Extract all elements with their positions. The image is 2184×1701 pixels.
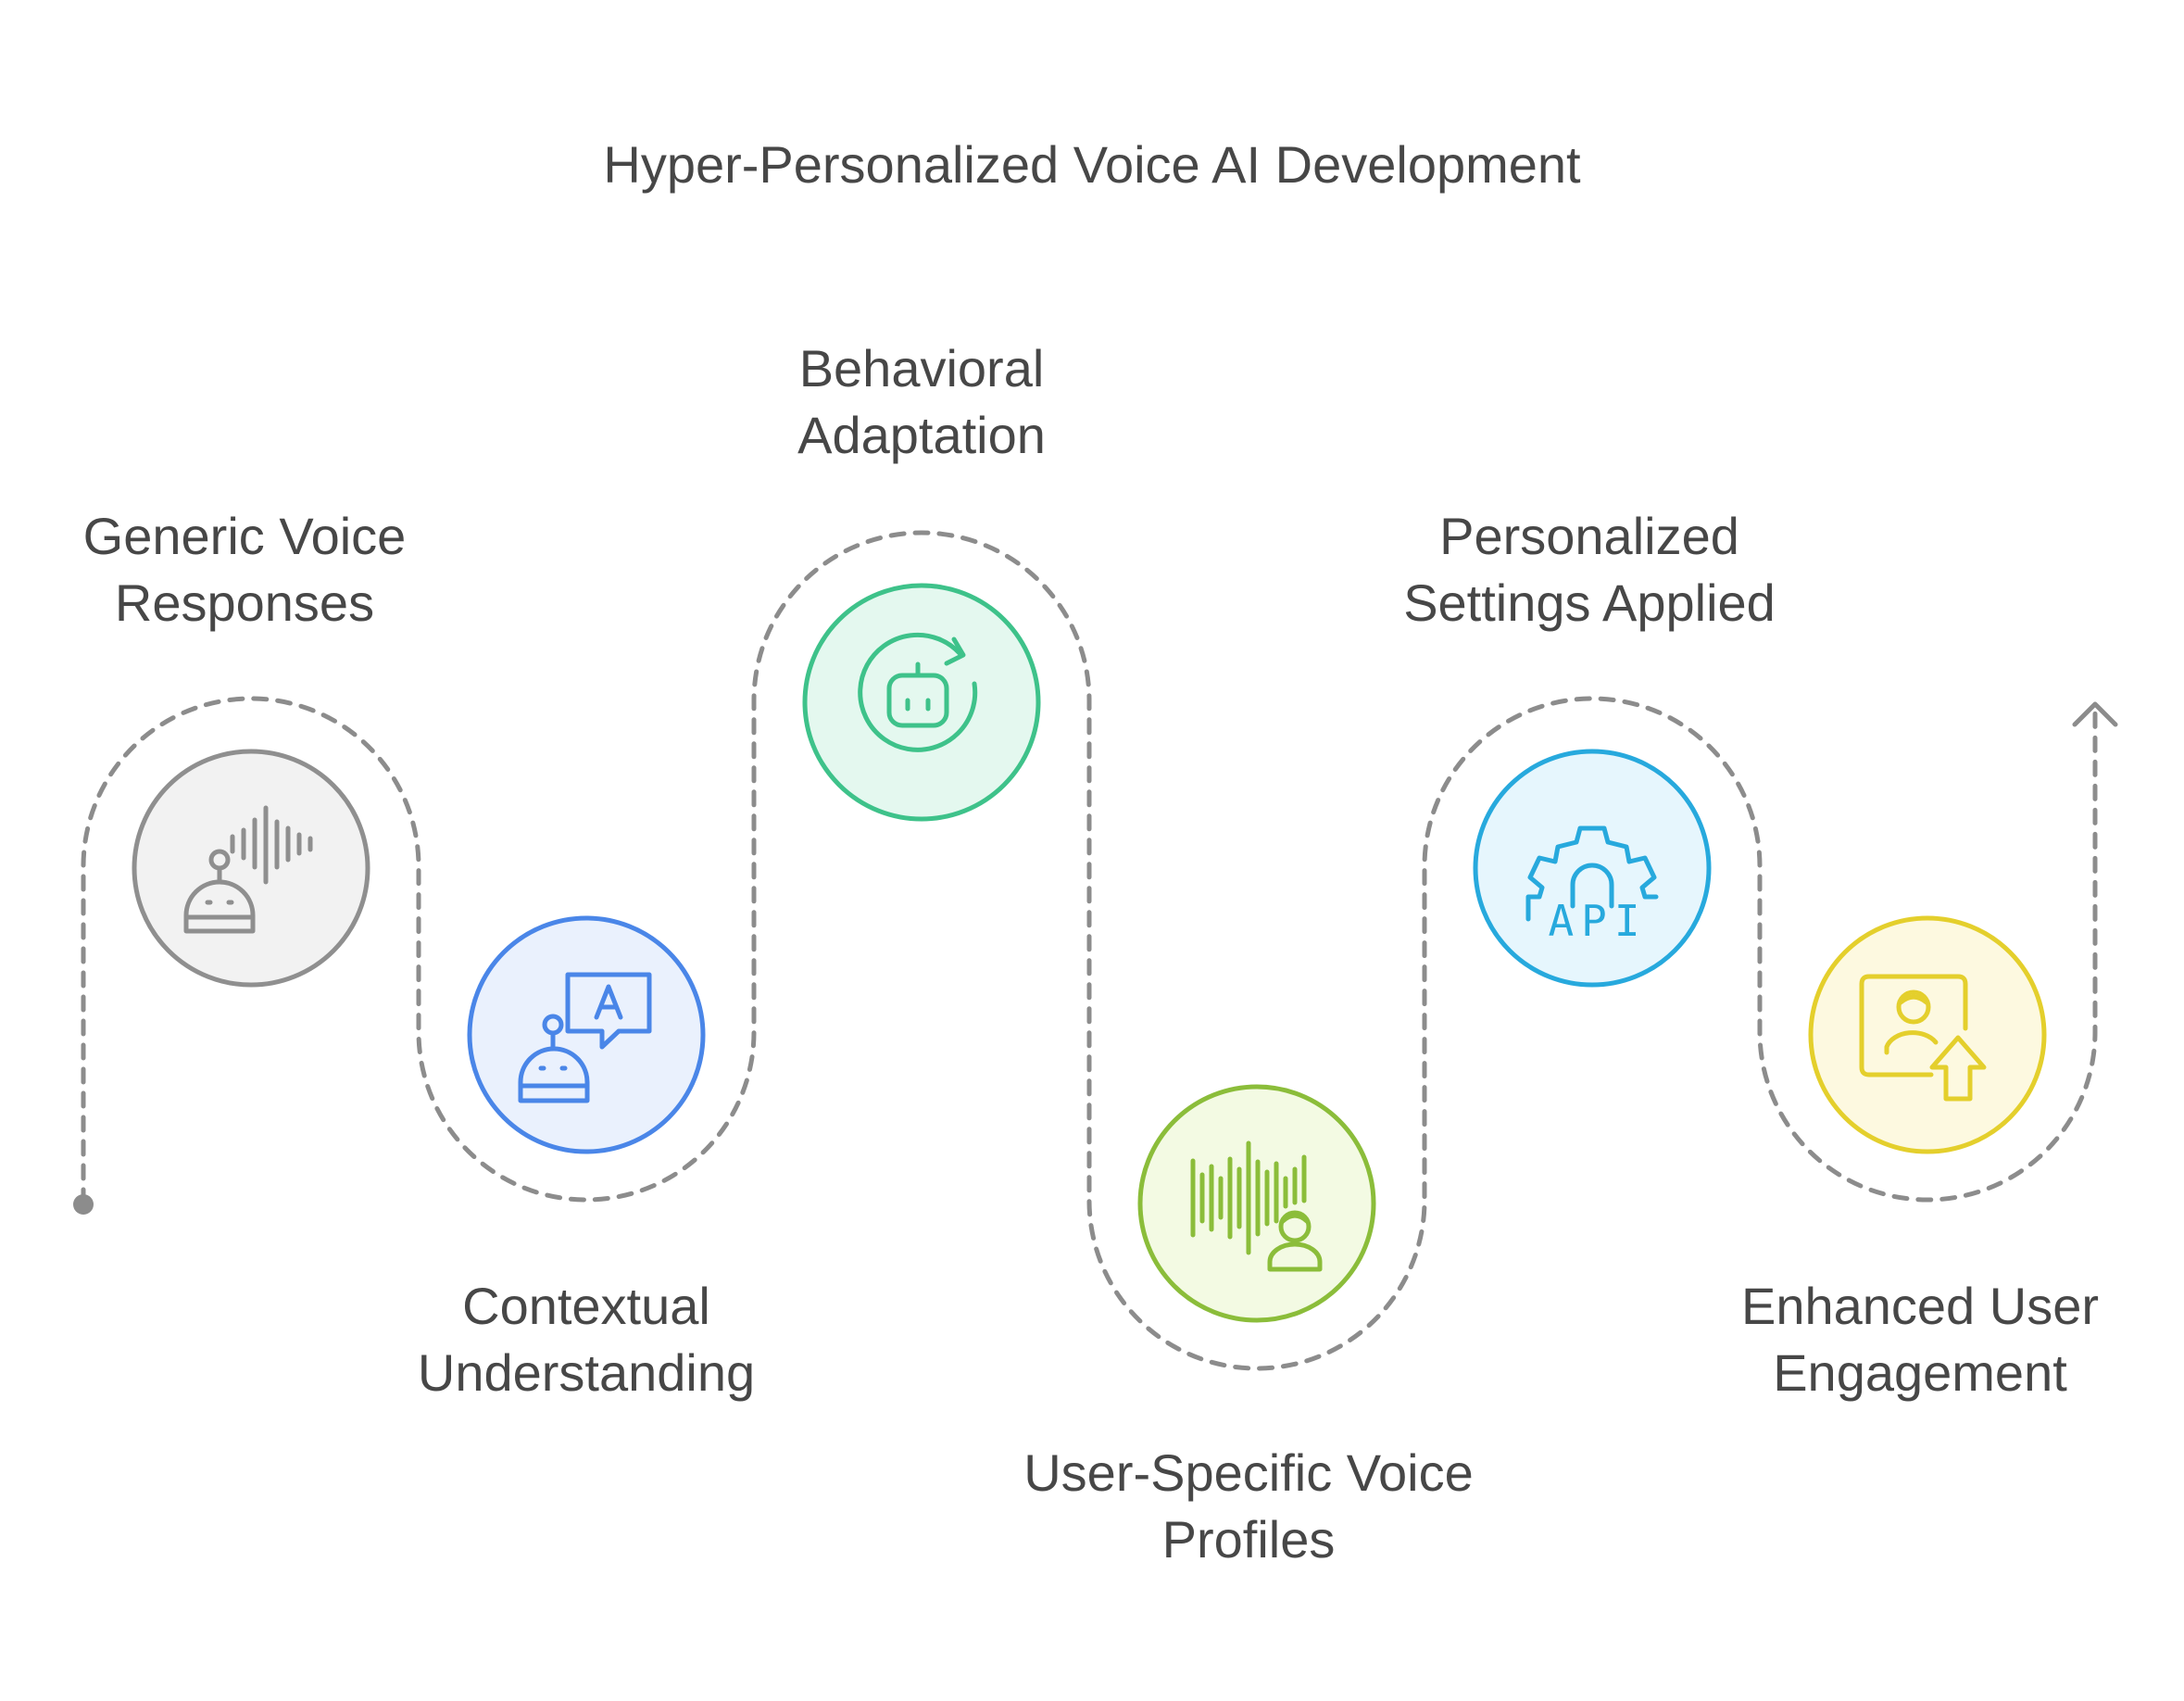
step-contextual-understanding: Contextual Understanding — [418, 915, 755, 1402]
step-label-line1: Contextual — [462, 1277, 710, 1335]
step-circle — [802, 583, 1041, 822]
step-circle — [467, 915, 706, 1154]
step-circle — [132, 749, 370, 988]
step-label-line2: Profiles — [1162, 1510, 1336, 1569]
voice-user-icon — [1190, 1140, 1323, 1272]
step-label-line1: Generic Voice — [83, 507, 407, 565]
step-label-line1: Personalized — [1439, 507, 1739, 565]
step-enhanced-user-engagement: Enhanced User Engagement — [1741, 915, 2099, 1402]
user-upgrade-icon — [1859, 974, 1987, 1102]
path-start-dot — [73, 1194, 94, 1215]
step-personalized-settings-applied: API Personalized Settings Applied — [1403, 507, 1776, 988]
path-end-arrow-icon — [2072, 701, 2118, 727]
diagram-title: Hyper-Personalized Voice AI Development — [603, 135, 1581, 194]
step-label-line2: Responses — [115, 573, 374, 632]
step-behavioral-adaptation: Behavioral Adaptation — [797, 339, 1046, 822]
step-label-line2: Understanding — [418, 1343, 755, 1402]
step-generic-voice-responses: Generic Voice Responses — [83, 507, 407, 988]
step-circle — [1473, 749, 1712, 988]
step-label-line1: User-Specific Voice — [1023, 1443, 1474, 1502]
dashed-process-path — [73, 530, 2118, 1371]
robot-chat-translate-icon — [518, 972, 652, 1103]
step-label-line1: Enhanced User — [1741, 1277, 2099, 1335]
step-label-line2: Adaptation — [797, 406, 1046, 464]
step-label-line2: Engagement — [1773, 1343, 2067, 1402]
step-label-line2: Settings Applied — [1403, 573, 1776, 632]
robot-refresh-icon — [858, 632, 978, 752]
step-user-specific-voice-profiles: User-Specific Voice Profiles — [1023, 1084, 1474, 1569]
gear-api-icon: API — [1525, 825, 1659, 946]
api-text: API — [1548, 896, 1647, 946]
robot-voice-icon — [183, 805, 313, 934]
step-label-line1: Behavioral — [799, 339, 1045, 397]
